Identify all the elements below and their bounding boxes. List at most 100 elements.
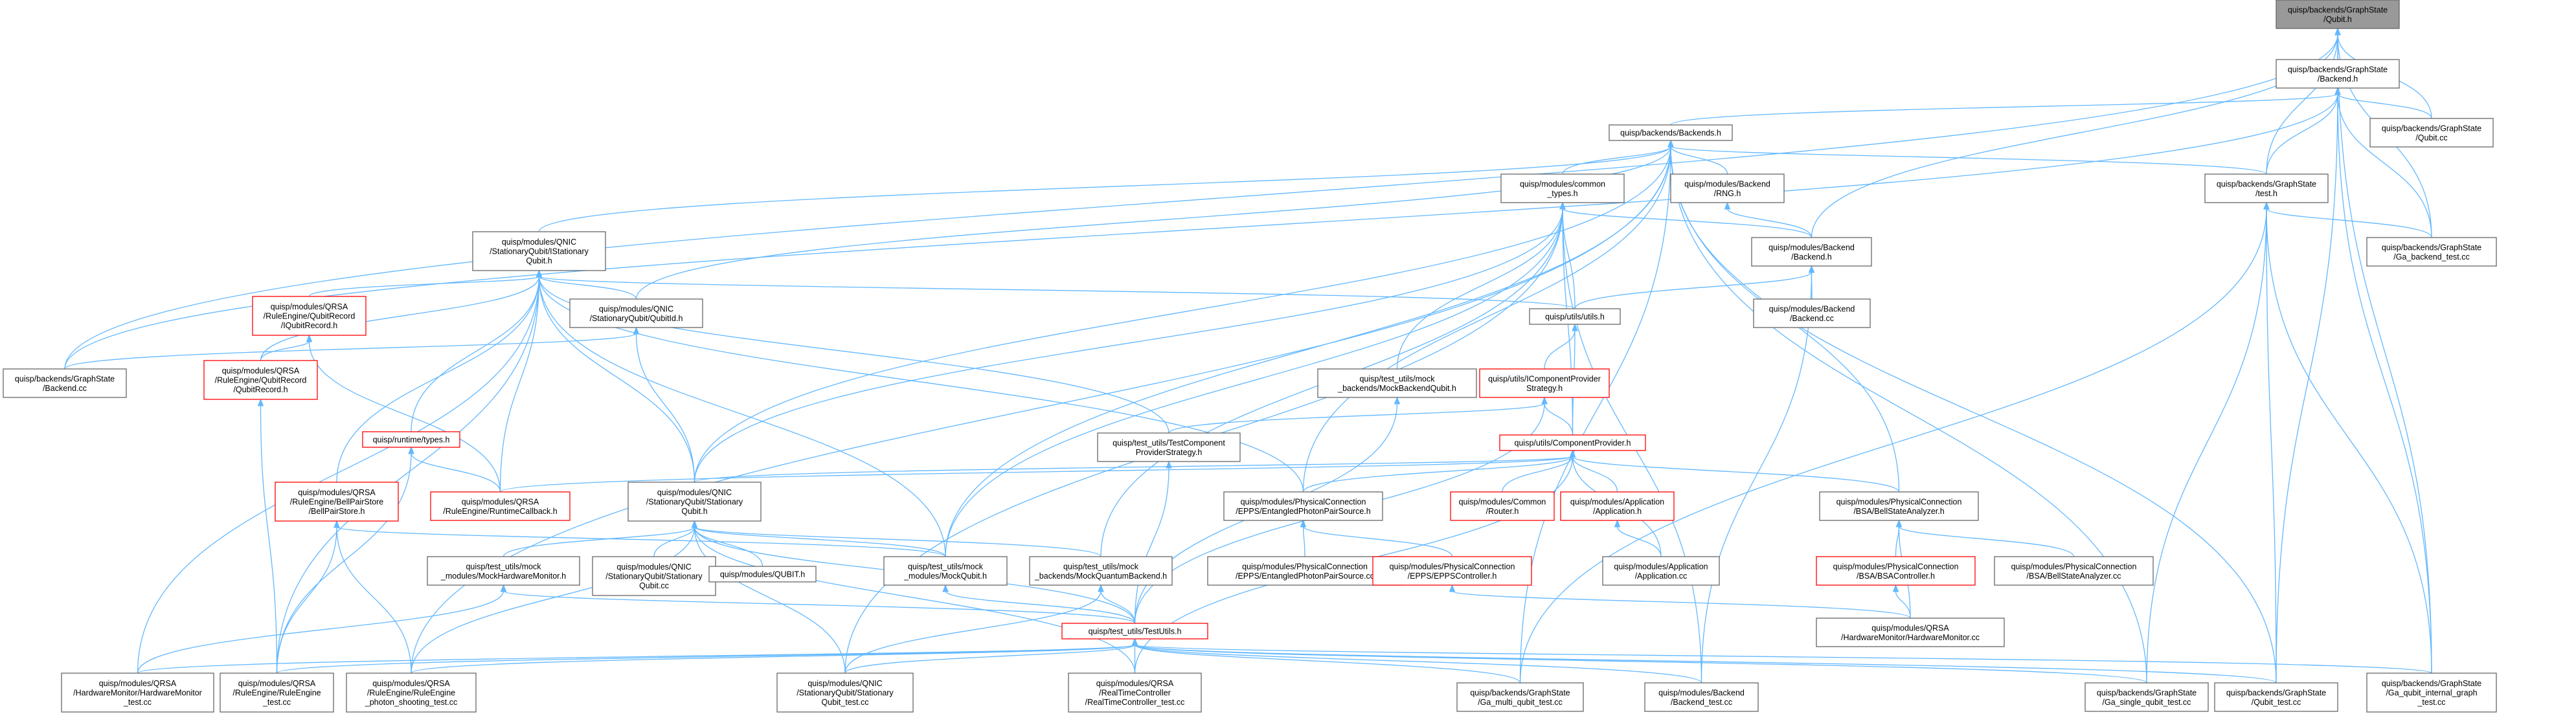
node-label-line: /Backend.cc [43,384,87,393]
node-label-line: quisp/modules/Application [1614,562,1708,571]
node-mockbackendqubit-h[interactable]: quisp/test_utils/mock_backends/MockBacke… [1317,368,1477,398]
node-modules-backend-cc[interactable]: quisp/modules/Backend/Backend.cc [1753,298,1871,328]
node-realtimecontroller-test-cc[interactable]: quisp/modules/QRSA/RealTimeController/Re… [1068,673,1202,713]
node-label-line: quisp/backends/GraphState [2382,124,2481,133]
node-graphstate-ga-backend-test-cc[interactable]: quisp/backends/GraphState/Ga_backend_tes… [2366,237,2497,267]
node-graphstate-qubit-test-cc[interactable]: quisp/backends/GraphState/Qubit_test.cc [2214,682,2338,712]
node-label-line: /Ga_multi_qubit_test.cc [1478,698,1563,707]
node-qubit-h[interactable]: quisp/modules/QUBIT.h [708,566,817,583]
node-modules-backend-h[interactable]: quisp/modules/Backend/Backend.h [1751,237,1872,267]
node-label-line: /EPPS/EPPSController.h [1408,572,1497,581]
node-label-line: quisp/modules/Backend [1769,304,1855,313]
node-label-line: /StationaryQubit/Stationary [646,498,743,507]
node-qubitid-h[interactable]: quisp/modules/QNIC/StationaryQubit/Qubit… [569,298,703,328]
node-ruleengine-photon-shooting-test-cc[interactable]: quisp/modules/QRSA/RuleEngine/RuleEngine… [346,673,477,713]
node-graphstate-backend-h[interactable]: quisp/backends/GraphState/Backend.h [2276,59,2400,89]
node-label-line: /StationaryQubit/IStationary [490,247,589,256]
node-entangledphotonpairsource-h[interactable]: quisp/modules/PhysicalConnection/EPPS/En… [1223,491,1383,521]
node-testutils-h[interactable]: quisp/test_utils/TestUtils.h [1061,623,1208,640]
node-bellstateanalyzer-h[interactable]: quisp/modules/PhysicalConnection/BSA/Bel… [1819,491,1979,521]
node-graphstate-qubit-cc[interactable]: quisp/backends/GraphState/Qubit.cc [2369,118,2494,148]
node-label-line: quisp/modules/PhysicalConnection [1836,497,1962,506]
edge-n8-n15 [260,269,543,361]
node-label-line: quisp/test_utils/mock [908,562,984,571]
node-entangledphotonpairsource-cc[interactable]: quisp/modules/PhysicalConnection/EPPS/En… [1207,556,1403,586]
edge-n0-n4 [2266,27,2341,175]
edge-n38-n49 [1131,638,2432,674]
node-label-line: quisp/backends/GraphState [2288,65,2388,74]
node-ga-qubit-internal-graph-test-cc[interactable]: quisp/backends/GraphState/Ga_qubit_inter… [2366,673,2497,713]
node-componentprovider-h[interactable]: quisp/utils/ComponentProvider.h [1499,434,1646,451]
node-eppscontroller-h[interactable]: quisp/modules/PhysicalConnection/EPPS/EP… [1372,556,1532,586]
node-runtime-types-h[interactable]: quisp/runtime/types.h [362,431,460,448]
node-box [61,673,214,713]
node-box [1819,491,1979,521]
node-label-line: quisp/modules/QRSA [222,366,300,375]
node-label-line: /BSA/BSAController.h [1857,572,1935,581]
node-stationaryqubit-cc[interactable]: quisp/modules/QNIC/StationaryQubit/Stati… [592,556,716,596]
node-application-cc[interactable]: quisp/modules/Application/Application.cc [1602,556,1720,586]
node-mockhardwaremonitor-h[interactable]: quisp/test_utils/mock_modules/MockHardwa… [427,556,580,586]
node-qubitrecord-h[interactable]: quisp/modules/QRSA/RuleEngine/QubitRecor… [203,360,318,400]
node-hardwaremonitor-cc[interactable]: quisp/modules/QRSA/HardwareMonitor/Hardw… [1816,617,2005,647]
node-common-types-h[interactable]: quisp/modules/common_types.h [1500,173,1625,203]
node-runtimecallback-h[interactable]: quisp/modules/QRSA/RuleEngine/RuntimeCal… [430,491,571,521]
node-box [1529,308,1621,325]
node-label-line: quisp/backends/GraphState [2097,688,2197,697]
node-backends-h[interactable]: quisp/backends/Backends.h [1609,124,1733,141]
node-label-line: quisp/modules/PhysicalConnection [1242,562,1368,571]
node-graphstate-test-h[interactable]: quisp/backends/GraphState/test.h [2204,173,2329,203]
node-label-line: /RuleEngine/BellPairStore [290,498,384,507]
node-graphstate-backend-cc[interactable]: quisp/backends/GraphState/Backend.cc [3,368,127,398]
node-bsacontroller-h[interactable]: quisp/modules/PhysicalConnection/BSA/BSA… [1816,556,1976,586]
node-application-h[interactable]: quisp/modules/Application/Application.h [1560,491,1675,521]
node-label-line: quisp/backends/Backends.h [1620,129,1721,138]
node-box [220,673,334,713]
node-hardwaremonitor-test-cc[interactable]: quisp/modules/QRSA/HardwareMonitor/Hardw… [61,673,214,713]
node-ga-multi-qubit-test-cc[interactable]: quisp/backends/GraphState/Ga_multi_qubit… [1456,682,1584,712]
edge-n1-n5 [2334,87,2432,238]
node-box [2369,118,2494,148]
node-router-h[interactable]: quisp/modules/Common/Router.h [1450,491,1555,521]
node-bellpairstore-h[interactable]: quisp/modules/QRSA/RuleEngine/BellPairSt… [275,482,399,522]
edge-n21-n41 [276,520,340,674]
node-label-line: _modules/MockHardwareMonitor.h [440,572,566,581]
node-modules-backend-test-cc[interactable]: quisp/modules/Backend/Backend_test.cc [1644,682,1759,712]
node-box [2276,0,2400,29]
edge-n2-n48 [1667,139,2277,684]
node-mockquantumbackend-h[interactable]: quisp/test_utils/mock_backends/MockQuant… [1029,556,1173,586]
node-istationary-qubit-h[interactable]: quisp/modules/QNIC/StationaryQubit/IStat… [472,231,606,271]
edge-n20-n27 [1569,449,1900,493]
node-graphstate-qubit-h[interactable]: quisp/backends/GraphState/Qubit.h [2276,0,2400,29]
edge-n4-n47 [2146,201,2270,684]
node-box [1753,298,1871,328]
node-box [2214,682,2338,712]
node-label-line: quisp/modules/QNIC [808,679,882,688]
node-label-line: /Qubit_test.cc [2252,698,2301,707]
node-bellstateanalyzer-cc[interactable]: quisp/modules/PhysicalConnection/BSA/Bel… [1994,556,2154,586]
node-box [1223,491,1383,521]
node-label-line: quisp/modules/QRSA [99,679,177,688]
edge-n10-n22 [306,334,501,493]
node-utils-h[interactable]: quisp/utils/utils.h [1529,308,1621,325]
node-ruleengine-test-cc[interactable]: quisp/modules/QRSA/RuleEngine/RuleEngine… [220,673,334,713]
node-label-line: quisp/modules/QRSA [298,488,376,497]
node-box [569,298,703,328]
node-label-line: quisp/utils/ComponentProvider.h [1515,439,1631,448]
edge-n4-n5 [2263,201,2432,238]
node-label-line: quisp/modules/PhysicalConnection [1833,562,1959,571]
node-ga-single-qubit-test-cc[interactable]: quisp/backends/GraphState/Ga_single_qubi… [2085,682,2209,712]
node-stationaryqubit-h[interactable]: quisp/modules/QNIC/StationaryQubit/Stati… [627,482,762,522]
node-stationaryqubit-test-cc[interactable]: quisp/modules/QNIC/StationaryQubit/Stati… [776,673,914,713]
node-box [708,566,817,583]
node-box [2366,237,2497,267]
node-label-line: /Qubit.h [2323,15,2352,24]
node-label-line: Qubit_test.cc [822,698,869,707]
node-backend-rng-h[interactable]: quisp/modules/Backend/RNG.h [1670,173,1785,203]
node-iqubitrecord-h[interactable]: quisp/modules/QRSA/RuleEngine/QubitRecor… [252,296,367,336]
node-label-line: /test.h [2255,189,2277,198]
node-testcomponentproviderstrategy-h[interactable]: quisp/test_utils/TestComponentProviderSt… [1097,432,1241,462]
node-mockqubit-h[interactable]: quisp/test_utils/mock_modules/MockQubit.… [883,556,1008,586]
